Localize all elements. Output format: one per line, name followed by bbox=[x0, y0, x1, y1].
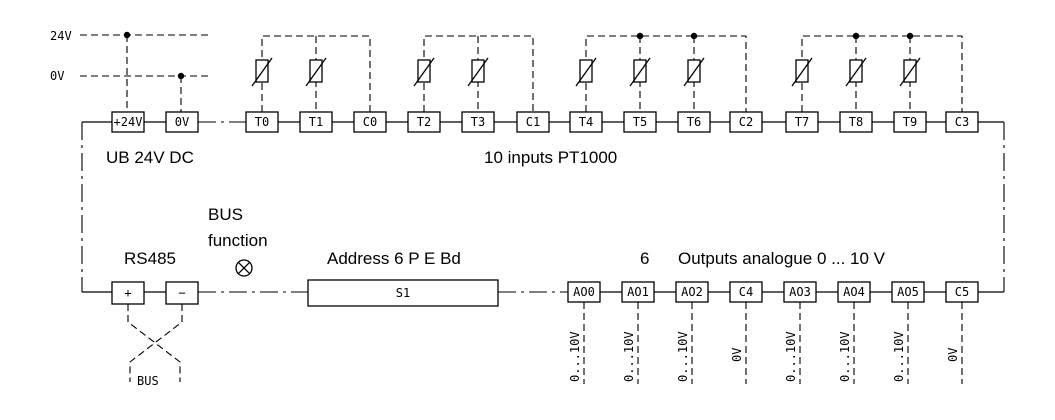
address-switch-label: S1 bbox=[396, 286, 410, 300]
output-signal-label: 0V bbox=[730, 348, 744, 362]
output-terminal-label: AO0 bbox=[573, 285, 595, 299]
output-terminal-label: C5 bbox=[955, 285, 969, 299]
output-terminal-label: C4 bbox=[739, 285, 753, 299]
input-terminal-t4: T4 bbox=[569, 111, 603, 133]
input-terminal-t9: T9 bbox=[893, 111, 927, 133]
input-terminal-c0: C0 bbox=[353, 111, 387, 133]
rail-24v-label: 24V bbox=[50, 29, 72, 43]
input-terminal-t6: T6 bbox=[677, 111, 711, 133]
output-terminal-c4: C4 bbox=[729, 281, 763, 303]
output-terminal-label: AO4 bbox=[843, 285, 865, 299]
bus-terminal-plus: + bbox=[111, 281, 145, 305]
output-signal-label: 0...10V bbox=[784, 331, 798, 382]
bus-function-line2: function bbox=[208, 231, 268, 250]
output-signal-label: 0...10V bbox=[622, 331, 636, 382]
input-terminal-c1: C1 bbox=[516, 111, 550, 133]
sensor-group-3 bbox=[575, 32, 747, 112]
bus-cable-label: BUS bbox=[137, 374, 159, 388]
output-signal-label: 0...10V bbox=[838, 331, 852, 382]
input-terminal-c3: C3 bbox=[945, 111, 979, 133]
output-signal-label: 0V bbox=[946, 348, 960, 362]
bus-indicator-icon bbox=[235, 259, 253, 277]
input-terminal-label: C2 bbox=[739, 115, 753, 129]
input-terminal-label: T6 bbox=[687, 115, 701, 129]
output-signal-label: 0...10V bbox=[676, 331, 690, 382]
output-terminal-label: AO2 bbox=[681, 285, 703, 299]
input-terminal-c2: C2 bbox=[729, 111, 763, 133]
terminal-0v-label: 0V bbox=[175, 115, 189, 129]
input-terminal-t2: T2 bbox=[407, 111, 441, 133]
terminal-0v: 0V bbox=[165, 111, 199, 133]
terminal-plus24v: +24V bbox=[111, 111, 145, 133]
outputs-caption: Outputs analogue 0 ... 10 V bbox=[678, 249, 886, 268]
input-terminal-t1: T1 bbox=[299, 111, 333, 133]
inputs-caption: 10 inputs PT1000 bbox=[484, 148, 617, 167]
input-terminal-label: C1 bbox=[526, 115, 540, 129]
input-terminal-label: T0 bbox=[255, 115, 269, 129]
input-terminal-t5: T5 bbox=[623, 111, 657, 133]
input-terminal-t3: T3 bbox=[461, 111, 495, 133]
rs485-title: RS485 bbox=[124, 249, 176, 268]
input-terminal-t0: T0 bbox=[245, 111, 279, 133]
output-terminal-ao0: AO0 bbox=[567, 281, 601, 303]
output-terminal-ao3: AO3 bbox=[783, 281, 817, 303]
sensor-group-1 bbox=[251, 35, 371, 112]
output-terminal-ao2: AO2 bbox=[675, 281, 709, 303]
input-terminal-label: T7 bbox=[795, 115, 809, 129]
input-terminal-t7: T7 bbox=[785, 111, 819, 133]
terminal-plus24v-label: +24V bbox=[114, 115, 143, 129]
address-caption: Address 6 P E Bd bbox=[327, 249, 461, 268]
sensor-group-2 bbox=[413, 35, 534, 112]
input-terminal-label: T9 bbox=[903, 115, 917, 129]
output-terminal-label: AO1 bbox=[627, 285, 649, 299]
sensor-group-4 bbox=[791, 32, 963, 112]
bus-cable bbox=[127, 304, 183, 382]
output-terminal-ao4: AO4 bbox=[837, 281, 871, 303]
output-signal-label: 0...10V bbox=[568, 331, 582, 382]
bus-terminal-minus-label: − bbox=[178, 286, 185, 300]
input-terminal-t8: T8 bbox=[839, 111, 873, 133]
rail-0v-label: 0V bbox=[50, 69, 64, 83]
input-terminal-label: T5 bbox=[633, 115, 647, 129]
output-signal-label: 0...10V bbox=[892, 331, 906, 382]
input-terminal-label: C0 bbox=[363, 115, 377, 129]
bus-terminal-plus-label: + bbox=[124, 286, 131, 300]
bus-terminal-minus: − bbox=[165, 281, 199, 305]
bus-function-line1: BUS bbox=[208, 205, 243, 224]
output-terminal-label: AO3 bbox=[789, 285, 811, 299]
address-switch-s1: S1 bbox=[307, 279, 499, 307]
input-terminal-label: T3 bbox=[471, 115, 485, 129]
output-terminal-ao1: AO1 bbox=[621, 281, 655, 303]
outputs-count: 6 bbox=[640, 249, 649, 268]
input-terminal-label: T8 bbox=[849, 115, 863, 129]
output-terminal-c5: C5 bbox=[945, 281, 979, 303]
input-terminal-label: T4 bbox=[579, 115, 593, 129]
output-terminal-ao5: AO5 bbox=[891, 281, 925, 303]
power-caption: UB 24V DC bbox=[106, 148, 194, 167]
output-terminal-label: AO5 bbox=[897, 285, 919, 299]
input-terminal-label: T2 bbox=[417, 115, 431, 129]
input-terminal-label: C3 bbox=[955, 115, 969, 129]
input-terminal-label: T1 bbox=[309, 115, 323, 129]
